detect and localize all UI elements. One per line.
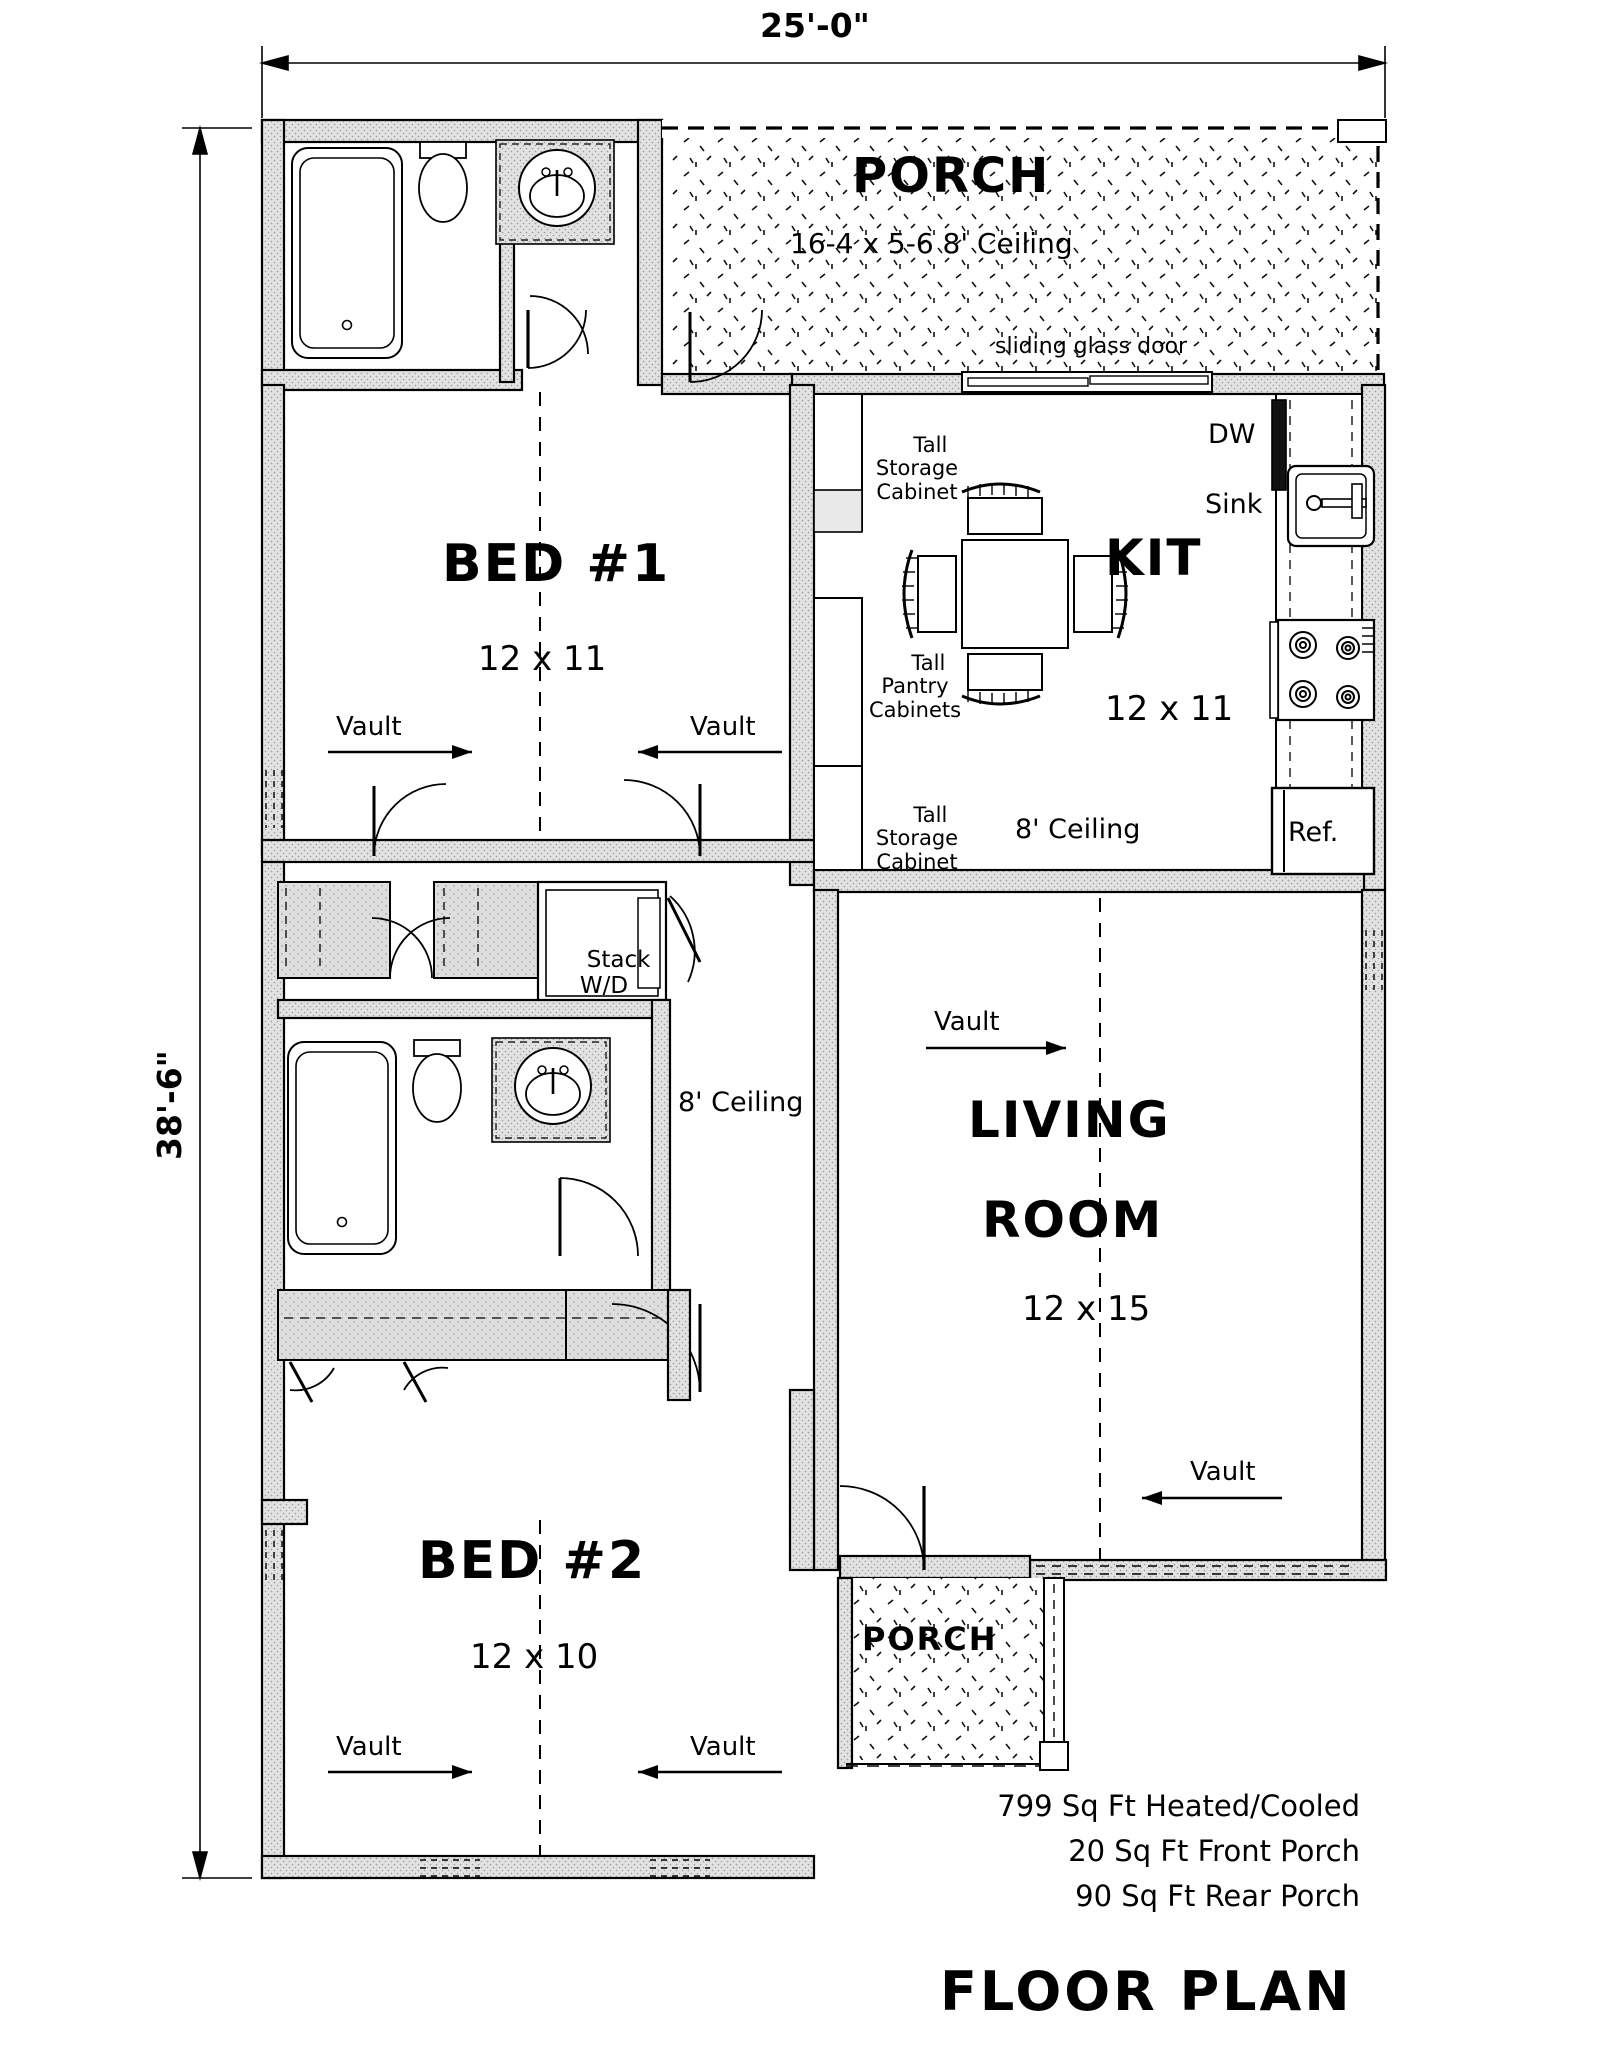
area-note-rear-porch: 90 Sq Ft Rear Porch: [1075, 1879, 1360, 1913]
building-walls: [260, 118, 1388, 1880]
tall-storage-cabinet-top-label: Tall Storage Cabinet: [858, 410, 976, 528]
room-dims-bed2: 12 x 10: [470, 1637, 599, 1677]
sheet-title: FLOOR PLAN: [940, 1960, 1353, 2023]
lbl-line: Tall Pantry Cabinets: [868, 650, 962, 722]
room-label-bed2: BED #2: [418, 1531, 647, 1591]
vault-label-bed1-left: Vault: [336, 712, 402, 742]
room-label-kitchen: KIT: [1105, 529, 1203, 587]
stack-washer-dryer-label: Stack W/D: [552, 922, 656, 1025]
room-label-front-porch: PORCH: [862, 1620, 998, 1658]
room-dims-bed1: 12 x 11: [478, 639, 607, 679]
vault-label-bed1-right: Vault: [690, 712, 756, 742]
lbl-line: Tall Storage Cabinet: [875, 432, 959, 504]
sliding-glass-door-label: sliding glass door: [995, 334, 1188, 359]
room-label-living-line2: ROOM: [982, 1191, 1164, 1249]
hall-ceiling-note: 8' Ceiling: [678, 1087, 804, 1118]
lbl-line: Stack W/D: [579, 946, 651, 999]
vault-label-bed2-right: Vault: [690, 1732, 756, 1762]
refrigerator-label: Ref.: [1288, 817, 1339, 848]
tall-pantry-cabinets-label: Tall Pantry Cabinets: [850, 628, 980, 746]
sink-label: Sink: [1205, 489, 1263, 520]
vault-label-bed2-left: Vault: [336, 1732, 402, 1762]
tall-storage-cabinet-bottom-label: Tall Storage Cabinet: [858, 780, 976, 898]
vault-arrows: [328, 745, 1282, 1779]
area-note-heated-cooled: 799 Sq Ft Heated/Cooled: [997, 1789, 1360, 1823]
kitchen-ceiling-note: 8' Ceiling: [1015, 814, 1141, 845]
room-label-rear-porch: PORCH: [852, 148, 1051, 204]
dimension-lines: [182, 46, 1389, 1882]
room-dims-living: 12 x 15: [1022, 1289, 1151, 1329]
vault-label-living-top: Vault: [934, 1007, 1000, 1037]
room-label-bed1: BED #1: [442, 534, 671, 594]
vault-label-living-bottom: Vault: [1190, 1457, 1256, 1487]
room-dims-kitchen: 12 x 11: [1105, 689, 1234, 729]
overall-height-dimension: 38'-6": [150, 1050, 189, 1160]
lbl-line: Tall Storage Cabinet: [875, 802, 959, 874]
overall-width-dimension: 25'-0": [760, 6, 870, 45]
dishwasher-label: DW: [1208, 419, 1256, 450]
room-dims-rear-porch: 16-4 x 5-6 8' Ceiling: [790, 227, 1073, 260]
area-note-front-porch: 20 Sq Ft Front Porch: [1068, 1834, 1360, 1868]
room-label-living-line1: LIVING: [968, 1091, 1171, 1149]
